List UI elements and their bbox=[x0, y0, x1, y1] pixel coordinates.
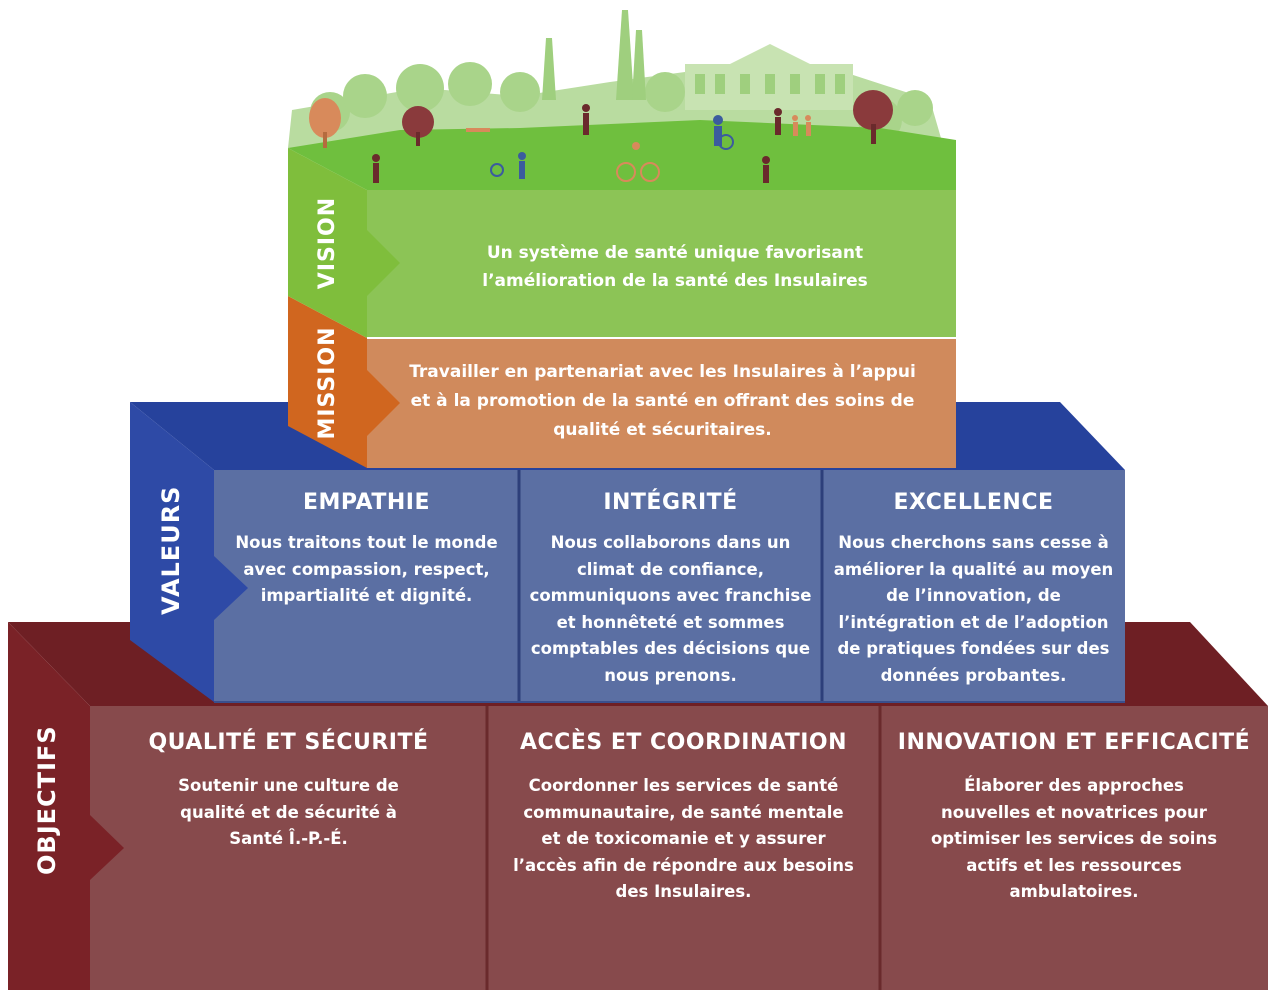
mission-side-label: MISSION bbox=[315, 326, 340, 440]
value-title: INTÉGRITÉ bbox=[603, 490, 738, 515]
objectives-arrow bbox=[90, 815, 124, 880]
objectives-side-face bbox=[8, 622, 90, 990]
vision-side-label: VISION bbox=[315, 196, 340, 290]
objectives-side-label: OBJECTIFS bbox=[33, 725, 61, 875]
value-text: Nous collaborons dans un climat de confi… bbox=[529, 533, 812, 685]
mission-front-face bbox=[367, 338, 956, 468]
value-text: Nous traitons tout le monde avec compass… bbox=[235, 533, 498, 605]
values-front-face bbox=[214, 470, 1125, 702]
objective-title: ACCÈS ET COORDINATION bbox=[519, 730, 848, 755]
objective-text: Coordonner les services de santé communa… bbox=[513, 776, 854, 901]
mission-arrow bbox=[367, 370, 400, 436]
vision-side-face bbox=[288, 148, 367, 338]
values-side-label: VALEURS bbox=[157, 485, 185, 615]
value-title: EMPATHIE bbox=[303, 490, 430, 515]
objectives-front-face bbox=[90, 706, 1268, 990]
objective-title: INNOVATION ET EFFICACITÉ bbox=[897, 730, 1251, 755]
objective-title: QUALITÉ ET SÉCURITÉ bbox=[148, 730, 429, 755]
landscape-illustration bbox=[288, 10, 956, 190]
values-side-face bbox=[130, 402, 214, 702]
vision-statement: Un système de santé unique favorisant l’… bbox=[482, 243, 868, 291]
objective-text: Élaborer des approches nouvelles et nova… bbox=[930, 776, 1218, 901]
value-title: EXCELLENCE bbox=[893, 490, 1054, 515]
mission-side-face bbox=[288, 296, 367, 468]
value-text: Nous cherchons sans cesse à améliorer la… bbox=[833, 533, 1114, 685]
vision-arrow bbox=[367, 230, 400, 296]
values-arrow bbox=[214, 556, 248, 620]
vision-front-face bbox=[367, 190, 956, 338]
objective-text: Soutenir une culture de qualité et de sé… bbox=[178, 776, 399, 848]
mission-statement: Travailler en partenariat avec les Insul… bbox=[409, 362, 916, 440]
